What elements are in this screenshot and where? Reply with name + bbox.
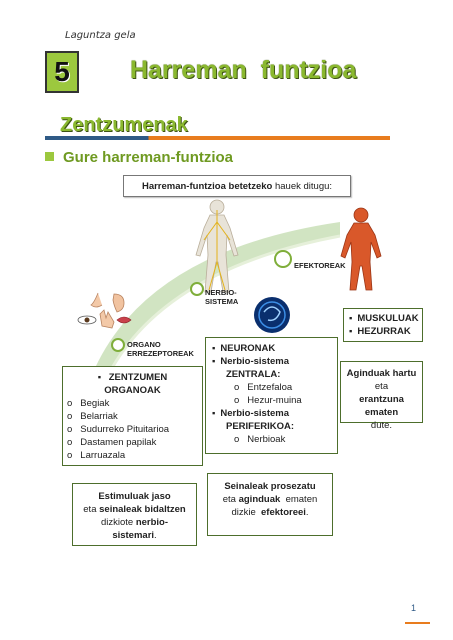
divider-rule xyxy=(45,136,390,140)
list-item: Dastamen papilak xyxy=(67,436,198,449)
unit-number-box: 5 xyxy=(45,51,79,93)
eye-icon xyxy=(77,315,97,325)
effectors-box: MUSKULUAK HEZURRAK xyxy=(343,308,423,342)
ear-icon xyxy=(112,293,125,313)
sense-organs-box: ZENTZUMEN ORGANOAK Begiak Belarriak Sudu… xyxy=(62,366,203,466)
list-item: Entzefaloa xyxy=(212,381,331,394)
list-item: Nerbioak xyxy=(212,433,331,446)
stage-circle-organs xyxy=(111,338,125,352)
effector-description-box: Aginduak hartu eta erantzuna ematen dute… xyxy=(340,361,423,431)
mouth-icon xyxy=(116,316,132,324)
list-item: PERIFERIKOA: xyxy=(226,421,295,432)
list-item: Hezur-muina xyxy=(212,394,331,407)
list-item: ZENTRALA: xyxy=(226,369,281,380)
stage-circle-nervous xyxy=(190,282,204,296)
intro-banner: Harreman-funtzioa betetzeko hauek ditugu… xyxy=(123,175,351,197)
label-effectors: EFEKTOREAK xyxy=(294,261,346,270)
label-nervous: NERBIO- SISTEMA xyxy=(205,288,239,306)
list-item: NEURONAK xyxy=(212,342,331,355)
hand-icon xyxy=(99,309,115,329)
list-item: Begiak xyxy=(67,397,198,410)
unit-number: 5 xyxy=(54,56,70,87)
sense-list: Begiak Belarriak Sudurreko Pituitarioa D… xyxy=(67,397,198,462)
list-item: Sudurreko Pituitarioa xyxy=(67,423,198,436)
sense-heading-2: ORGANOAK xyxy=(104,385,161,396)
nervous-system-box: NEURONAK Nerbio-sistema ZENTRALA: Entzef… xyxy=(205,337,338,454)
page-title: Harreman funtzioa xyxy=(130,56,357,84)
page-number: 1 xyxy=(411,603,417,613)
signal-description-box: Seinaleak prosezatu eta aginduak ematen … xyxy=(207,473,333,536)
list-item: Nerbio-sistema xyxy=(212,355,331,368)
list-item: Nerbio-sistema xyxy=(212,407,331,420)
stimulus-description-box: Estimuluak jaso eta seinaleak bidaltzen … xyxy=(72,483,197,546)
subtitle: Gure harreman-funtzioa xyxy=(63,149,234,166)
banner-bold: Harreman-funtzioa betetzeko xyxy=(141,180,273,192)
brain-icon xyxy=(254,297,290,333)
bullet-square-icon xyxy=(45,152,54,161)
banner-rest: hauek ditugu: xyxy=(272,180,333,192)
label-organs: ORGANO ERREZEPTOREAK xyxy=(127,340,194,358)
list-item: Belarriak xyxy=(67,410,198,423)
list-item: MUSKULUAK xyxy=(349,312,418,325)
sense-heading: ZENTZUMEN xyxy=(67,371,198,384)
footer-rule xyxy=(405,622,430,624)
header-note: Laguntza gela xyxy=(65,30,136,41)
list-item: Larruazala xyxy=(67,449,198,462)
section-title: Zentzumenak xyxy=(60,114,188,136)
stage-circle-effectors xyxy=(274,250,292,268)
muscle-figure-icon xyxy=(340,207,382,291)
nose-icon xyxy=(90,292,103,308)
list-item: HEZURRAK xyxy=(349,325,417,338)
